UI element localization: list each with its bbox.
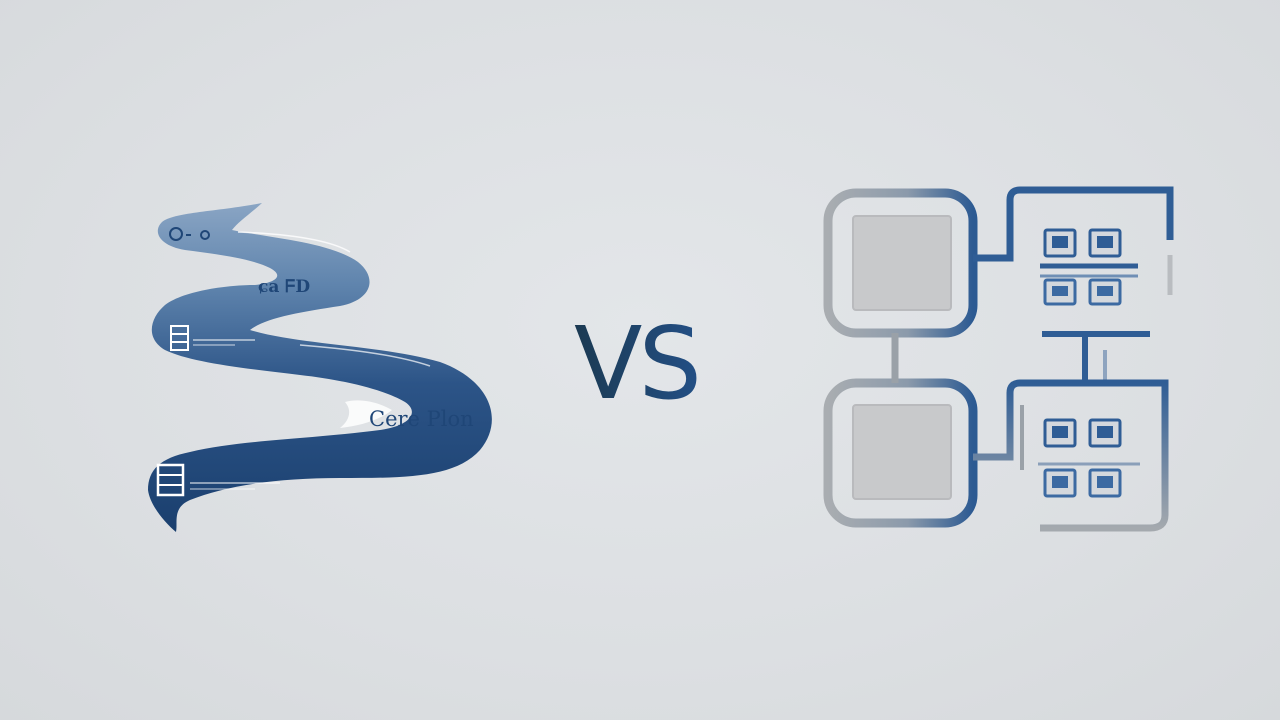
ribbon-stripe-line bbox=[299, 344, 431, 367]
winding-path-ribbon-icon: ɕa ᖴD Cere Plon bbox=[148, 203, 492, 532]
ribbon-highlight bbox=[340, 400, 392, 428]
module-block-tile bbox=[852, 215, 952, 311]
chip-square bbox=[1052, 236, 1068, 248]
ribbon-shape bbox=[148, 203, 492, 532]
window-list-icon bbox=[156, 463, 280, 497]
chip-square bbox=[1097, 236, 1113, 248]
ribbon-main-label: Cere Plon bbox=[369, 407, 474, 431]
chip-square bbox=[1097, 476, 1113, 488]
module-frame-outline bbox=[973, 379, 1169, 532]
ribbon-small-label: ɕa ᖴD bbox=[258, 277, 310, 297]
vs-label: VS bbox=[574, 305, 698, 422]
module-block-outline bbox=[823, 378, 978, 528]
chip-square bbox=[1052, 286, 1068, 296]
module-block-tile bbox=[852, 404, 952, 500]
chip-square bbox=[1097, 426, 1113, 438]
chip-grid bbox=[1043, 418, 1122, 498]
chip-square bbox=[1052, 476, 1068, 488]
module-frame-outline bbox=[973, 186, 1174, 262]
chip-square bbox=[1052, 426, 1068, 438]
chip-square bbox=[1097, 286, 1113, 296]
ribbon-stripe-line bbox=[237, 231, 351, 253]
modular-blocks-grid-icon bbox=[823, 186, 1174, 532]
window-list-icon bbox=[170, 325, 255, 351]
ribbon-dot-icon bbox=[169, 227, 183, 241]
module-block-outline bbox=[823, 188, 978, 338]
chip-grid bbox=[1043, 228, 1122, 306]
ribbon-dot-icon bbox=[200, 230, 210, 240]
